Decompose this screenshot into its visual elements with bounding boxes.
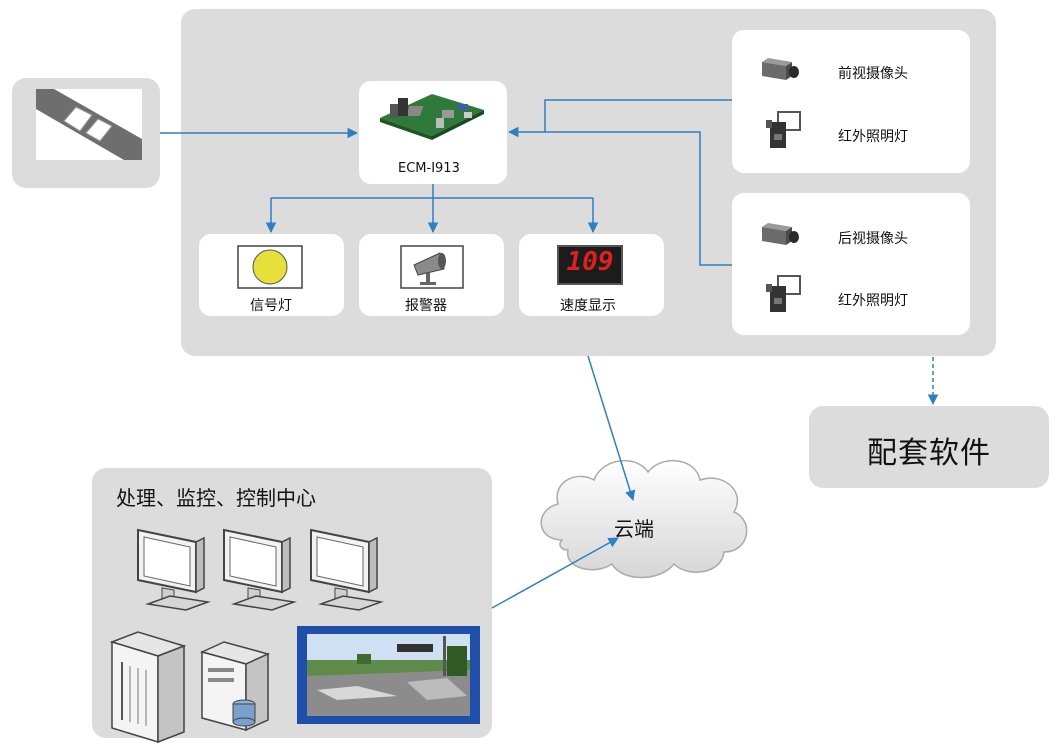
alarm-icon xyxy=(400,245,464,289)
ground-sensor-icon xyxy=(36,89,142,160)
controller-label: ECM-I913 xyxy=(398,161,460,176)
ecm-board-icon xyxy=(380,94,484,140)
rear-ir-light-icon xyxy=(766,275,801,312)
server-tower-icon xyxy=(109,631,187,744)
cloud-icon xyxy=(540,459,748,579)
front-camera-label: 前视摄像头 xyxy=(838,66,908,82)
control-center-title: 处理、监控、控制中心 xyxy=(116,486,316,510)
speed-display-value: 109 xyxy=(566,247,614,277)
front-camera-card xyxy=(732,30,970,173)
front-ir-light-label: 红外照明灯 xyxy=(838,129,908,145)
monitor-icon xyxy=(223,528,297,611)
monitor-icon xyxy=(137,528,211,611)
database-server-icon xyxy=(199,641,271,732)
signal-light-label: 信号灯 xyxy=(250,298,292,314)
speed-display-label: 速度显示 xyxy=(560,298,616,314)
rear-camera-label: 后视摄像头 xyxy=(838,231,908,247)
speed-display-icon xyxy=(557,245,623,285)
cloud-label: 云端 xyxy=(614,517,654,541)
rear-camera-icon xyxy=(762,223,799,245)
front-ir-light-icon xyxy=(766,111,801,148)
software-label: 配套软件 xyxy=(867,436,991,471)
front-camera-icon xyxy=(762,58,799,80)
surveillance-screen-image xyxy=(297,626,480,724)
monitor-icon xyxy=(310,528,384,611)
software-box xyxy=(809,406,1049,488)
signal-light-icon xyxy=(237,245,303,289)
alarm-label: 报警器 xyxy=(405,298,447,314)
rear-ir-light-label: 红外照明灯 xyxy=(838,293,908,309)
